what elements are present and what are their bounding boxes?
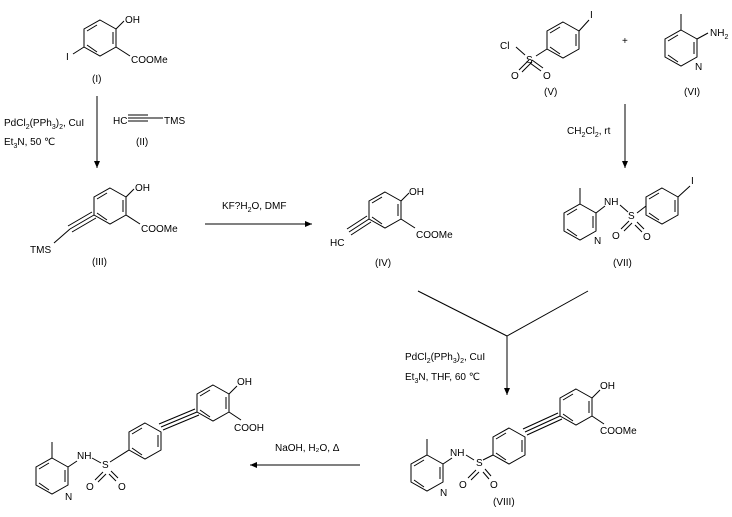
ester-label: COOMe — [131, 55, 168, 66]
compound-iv: OH COOMe HC (IV) — [330, 187, 453, 269]
acid-label: COOH — [234, 423, 264, 434]
oxygen-label-1: O — [612, 231, 620, 242]
step4-conditions: PdCl2(PPh3)2, CuI Et3N, THF, 60 ℃ — [405, 352, 485, 385]
oxygen-label-1: O — [511, 71, 519, 82]
chloro-label: Cl — [500, 41, 509, 52]
hydroxyl-label: OH — [135, 183, 150, 194]
compound-vi: NH2 N (VI) — [664, 14, 728, 98]
convergence-line-left — [417, 290, 508, 337]
compound-final: OH COOH S O O NH N — [35, 377, 264, 503]
compound-iii: OH COOMe TMS (III) — [30, 183, 178, 268]
pyridine-n-label: N — [695, 62, 702, 73]
oxygen-label-2: O — [643, 232, 651, 243]
hydroxyl-label: OH — [125, 15, 140, 26]
nh-label: NH — [450, 448, 464, 459]
iodo-label: I — [691, 176, 694, 187]
svg-text:Et3N, THF, 60 ℃: Et3N, THF, 60 ℃ — [405, 372, 480, 385]
compound-label-ii: (II) — [136, 137, 148, 148]
pyridine-n-label: N — [65, 492, 72, 503]
sulfur-label: S — [628, 211, 635, 222]
compound-i: OH I COOMe (I) — [66, 15, 168, 85]
oxygen-label-2: O — [118, 482, 126, 493]
compound-label-iii: (III) — [92, 257, 107, 268]
step5-conditions: NaOH, H₂O, Δ — [275, 443, 340, 454]
plus-sign: + — [622, 36, 628, 47]
ester-label: COOMe — [600, 426, 637, 437]
svg-text:Et3N, 50 ℃: Et3N, 50 ℃ — [4, 137, 55, 150]
svg-text:PdCl2(PPh3)2, CuI: PdCl2(PPh3)2, CuI — [4, 118, 84, 131]
oxygen-label-1: O — [459, 480, 467, 491]
pyridine-n-label: N — [594, 236, 601, 247]
iodo-label: I — [590, 10, 593, 21]
hydroxyl-label: OH — [237, 377, 252, 388]
step2-conditions: KF?H2O, DMF — [222, 201, 286, 214]
pyridine-n-label: N — [440, 488, 447, 499]
sulfur-label: S — [526, 55, 533, 66]
step1-conditions: PdCl2(PPh3)2, CuI Et3N, 50 ℃ — [4, 118, 84, 150]
tms-label: TMS — [30, 245, 51, 256]
compound-label-vi: (VI) — [684, 87, 700, 98]
compound-label-viii: (VIII) — [493, 497, 515, 508]
tms-label: TMS — [164, 116, 185, 127]
svg-text:PdCl2(PPh3)2, CuI: PdCl2(PPh3)2, CuI — [405, 352, 485, 365]
sulfur-label: S — [102, 460, 109, 471]
compound-label-vii: (VII) — [613, 258, 632, 269]
hydroxyl-label: OH — [409, 187, 424, 198]
sulfur-label: S — [476, 458, 483, 469]
compound-v: I Cl S O O (V) — [500, 10, 593, 98]
step3-conditions: CH2Cl2, rt — [567, 126, 611, 139]
ester-label: COOMe — [141, 224, 178, 235]
nh-label: NH — [604, 197, 618, 208]
compound-ii: HC TMS (II) — [113, 114, 185, 148]
compound-label-i: (I) — [92, 74, 101, 85]
compound-vii: N NH S O O I (VII) — [563, 176, 694, 269]
oxygen-label-1: O — [86, 482, 94, 493]
convergence-line-right — [506, 290, 589, 337]
oxygen-label-2: O — [543, 71, 551, 82]
oxygen-label-2: O — [490, 480, 498, 491]
hydroxyl-label: OH — [600, 381, 615, 392]
hc-label: HC — [113, 116, 127, 127]
amino-label: NH2 — [710, 28, 728, 41]
compound-label-iv: (IV) — [375, 258, 391, 269]
compound-viii: OH COOMe S O O NH N (VIII) — [410, 381, 637, 508]
hc-label: HC — [330, 238, 344, 249]
compound-label-v: (V) — [544, 87, 557, 98]
nh-label: NH — [77, 451, 91, 462]
ester-label: COOMe — [416, 230, 453, 241]
iodo-label: I — [66, 52, 69, 63]
